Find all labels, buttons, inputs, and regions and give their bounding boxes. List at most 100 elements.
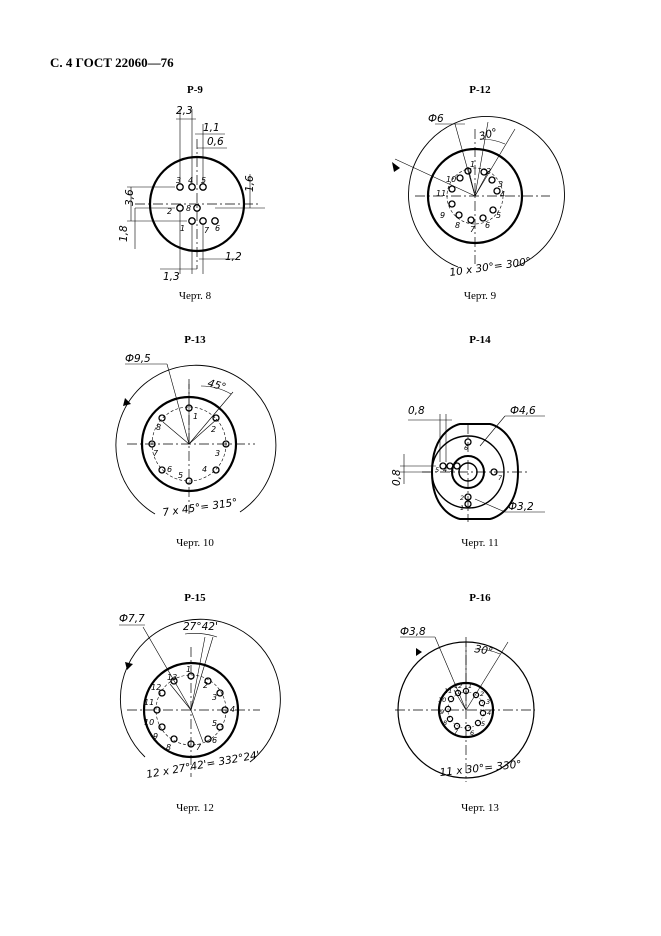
dim-label: 0,8 (408, 405, 425, 417)
figure-title: Р-16 (469, 592, 491, 604)
pin-label: 2 (480, 690, 484, 698)
pin-label: 11 (144, 698, 154, 707)
pin-label: 6 (212, 736, 217, 745)
pin-label: 6 (215, 224, 220, 233)
pin-label: 1 (460, 504, 464, 512)
figure-caption: Черт. 8 (178, 290, 212, 302)
pin-label: 5 (201, 176, 206, 185)
pin-label: 9 (153, 732, 158, 741)
dim-label: 1,6 (244, 175, 256, 192)
figure-title: Р-14 (469, 334, 491, 346)
dim-label: Ф6 (428, 113, 444, 125)
drawing-p9: 2,3 1,1 0,6 3,6 1,6 1,8 1,3 1,2 3 4 5 2 … (118, 105, 265, 283)
drawing-p14: 0,8 0,8 Ф4,6 Ф3,2 6 5 4 3 7 2 1 (391, 405, 545, 522)
pin-label: 2 (486, 167, 491, 176)
pin-label: 3 (486, 698, 490, 706)
pin-label: 10 (446, 175, 456, 184)
pin-label: 13 (167, 673, 177, 682)
pin-label: 11 (444, 687, 452, 695)
pin-label: 6 (485, 221, 490, 230)
dim-label: 10 x 30°= 300° (449, 256, 532, 279)
pin-label: 4 (487, 709, 491, 717)
pin-label: 1 (470, 160, 475, 169)
figure-p15: Р-15 (55, 592, 335, 842)
pin-label: 8 (455, 221, 460, 230)
dim-label: 0,6 (207, 136, 224, 148)
dim-label: 2,3 (176, 105, 193, 117)
figure-caption: Черт. 11 (461, 537, 499, 549)
pin-label: 7 (153, 449, 159, 458)
pin-label: 2 (460, 494, 464, 502)
pin-label: 1 (193, 412, 198, 421)
pin-label: 3 (498, 180, 503, 189)
pin-label: 7 (204, 226, 210, 235)
pin-label: 8 (156, 423, 161, 432)
pin-label: 12 (151, 683, 161, 692)
pin-label: 3 (450, 466, 454, 474)
pin-label: 1 (186, 665, 191, 674)
dim-label: 1,1 (203, 122, 220, 134)
figure-p13: Р-13 Ф9,5 45° (55, 334, 335, 584)
drawing-p15: Ф7,7 27°42' 12 x 27°42'= 332°24' 1 2 3 4… (119, 613, 281, 781)
pin-label: 2 (203, 681, 208, 690)
figure-title: Р-9 (187, 84, 203, 96)
dim-label: Ф3,2 (508, 501, 534, 513)
dim-label: 45° (206, 377, 227, 393)
dim-label: 7 x 45°= 315° (162, 497, 239, 519)
dim-label: 0,8 (391, 469, 403, 486)
pin-label: 5 (496, 211, 501, 220)
pin-label: 7 (196, 743, 202, 752)
dim-label: 30° (478, 126, 499, 142)
pin-label: 3 (215, 449, 220, 458)
drawing-p13: Ф9,5 45° 7 x 45°= 315° 1 2 3 4 5 6 7 8 (115, 353, 277, 519)
pin-label: 6 (167, 465, 172, 474)
dim-label: Ф7,7 (119, 613, 145, 625)
figure-p9: Р-9 (55, 84, 335, 334)
pin-label: 5 (435, 466, 439, 474)
pin-label: 10 (438, 696, 446, 704)
pin-label: 7 (498, 474, 503, 482)
pin-label: 4 (500, 190, 505, 199)
pin-label: 1 (180, 224, 185, 233)
dim-label: Ф9,5 (125, 353, 151, 365)
pin-label: 10 (144, 718, 154, 727)
page-header: С. 4 ГОСТ 22060—76 (50, 55, 174, 70)
dim-label: 1,2 (225, 251, 242, 263)
figure-title: Р-13 (184, 334, 206, 346)
pin-label: 4 (188, 176, 193, 185)
figure-p12: Р-12 (340, 84, 620, 334)
dim-label: 3,6 (124, 189, 136, 206)
figure-p14: Р-14 (340, 334, 620, 584)
pin-label: 2 (167, 207, 172, 216)
pin-label: 3 (176, 176, 181, 185)
figure-title: Р-15 (184, 592, 206, 604)
pin-label: 4 (443, 466, 447, 474)
drawing-p12: Ф6 30° 10 x 30°= 300° 1 2 3 4 5 6 7 8 9 … (392, 113, 565, 279)
pin-label: 9 (440, 211, 445, 220)
pin-label: 8 (443, 719, 447, 727)
figure-title: Р-12 (469, 84, 491, 96)
pin-label: 4 (230, 705, 235, 714)
dim-label: 27°42' (183, 621, 218, 633)
pin-label: 5 (481, 720, 485, 728)
pin-label: 11 (436, 189, 446, 198)
figure-caption: Черт. 10 (176, 537, 214, 549)
figure-caption: Черт. 12 (176, 802, 214, 814)
pin-label: 8 (166, 743, 171, 752)
dim-label: Ф3,8 (400, 626, 426, 638)
pin-label: 6 (464, 444, 468, 452)
pin-label: 12 (454, 682, 462, 690)
figure-caption: Черт. 13 (461, 802, 499, 814)
pin-label: 3 (212, 693, 217, 702)
drawing-p16: Ф3,8 30° 11 x 30°= 330° 1 2 3 4 5 6 7 8 … (395, 626, 535, 782)
pin-label: 2 (211, 425, 216, 434)
pin-label: 6 (470, 729, 474, 737)
pin-label: 7 (454, 728, 459, 736)
dim-label: 1,3 (163, 271, 180, 283)
pin-label: 5 (212, 719, 217, 728)
pin-label: 7 (470, 225, 476, 234)
dim-label: 12 x 27°42'= 332°24' (145, 749, 260, 781)
dim-label: 1,8 (118, 225, 130, 242)
figure-caption: Черт. 9 (463, 290, 497, 302)
pin-label: 4 (202, 465, 207, 474)
